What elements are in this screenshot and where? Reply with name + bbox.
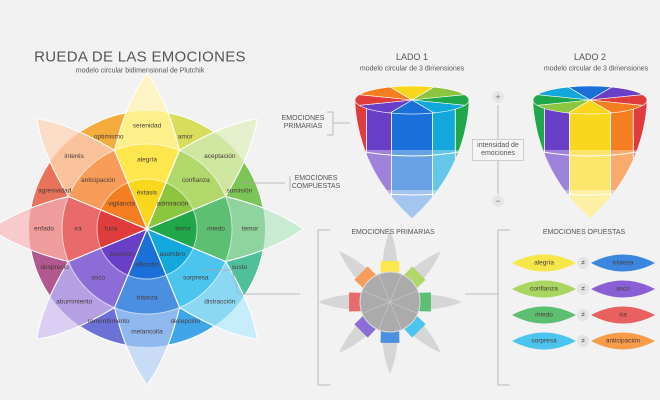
- opposite-left-label: confianza: [530, 286, 558, 293]
- primary-petal: [36, 118, 148, 230]
- primary-petal: [146, 228, 258, 340]
- emotion-label-outer: aburrimiento: [56, 299, 93, 306]
- dyad-label: optimismo: [94, 133, 124, 140]
- flower-petal-color: [354, 266, 378, 290]
- dyad-label: susto: [232, 264, 248, 271]
- opposite-right-label: anticipación: [606, 338, 641, 345]
- emotion-label-inner: éxtasis: [137, 190, 158, 197]
- minus-icon: −: [495, 196, 501, 206]
- emotion-label-inner: furia: [105, 226, 118, 233]
- opposite-left-label: miedo: [535, 312, 553, 319]
- emotion-label-mid: anticipación: [81, 177, 116, 184]
- emotion-label-outer: distracción: [204, 299, 235, 306]
- emotion-label-inner: asombro: [160, 251, 186, 258]
- primary-petal: [113, 227, 181, 386]
- cone-stripe: [632, 100, 647, 218]
- emotion-label-mid: miedo: [207, 226, 225, 233]
- opposite-right-pill: [591, 332, 655, 350]
- not-equal-badge: [577, 257, 589, 269]
- primary-emotions-flower: [318, 230, 462, 374]
- plus-icon: +: [495, 92, 501, 102]
- cone-lado-1: [354, 85, 470, 218]
- opposite-right-pill: [591, 254, 655, 272]
- dyad-label: agresividad: [38, 187, 72, 194]
- primary-petal: [0, 195, 149, 263]
- opposite-left-pill: [512, 332, 576, 350]
- primary-petal: [36, 228, 148, 340]
- not-equal-icon: ≠: [581, 312, 585, 319]
- emotion-label-inner: aversión: [109, 251, 134, 258]
- flower-petal-color: [402, 266, 426, 290]
- emotion-label-outer: temor: [242, 226, 259, 233]
- dyad-label: remordimiento: [88, 318, 130, 325]
- cone-top-slice: [358, 86, 413, 101]
- cone-stripe: [454, 100, 469, 218]
- label-emociones-compuestas: EMOCIONES COMPUESTAS: [291, 175, 341, 190]
- emotion-label-outer: interés: [64, 153, 84, 160]
- primary-petal: [146, 118, 258, 230]
- plus-badge: [492, 91, 504, 103]
- label-emociones-primarias: EMOCIONES PRIMARIAS: [281, 115, 325, 130]
- emotion-label-outer: enfado: [34, 226, 54, 233]
- dyad-label: desprecio: [41, 264, 70, 271]
- dyad-label: decepción: [170, 318, 200, 325]
- emotion-label-mid: sorpresa: [183, 275, 209, 282]
- page-subtitle: modelo circular bidimensional de Plutchi…: [75, 67, 205, 75]
- side2-subtitle: modelo circular de 3 dimensiones: [543, 65, 649, 73]
- emotion-label-mid: alegría: [137, 157, 157, 164]
- side2-title: LADO 2: [573, 52, 607, 62]
- opposite-left-label: alegría: [534, 260, 554, 267]
- minus-badge: [492, 195, 504, 207]
- not-equal-badge: [577, 309, 589, 321]
- side1-subtitle: modelo circular de 3 dimensiones: [359, 65, 465, 73]
- emotion-label-outer: melancolía: [131, 329, 163, 336]
- emotion-label-inner: admiración: [157, 200, 189, 207]
- primary-petal: [113, 72, 181, 231]
- emotion-label-inner: aflicción: [135, 262, 159, 269]
- cone-lado-2: [532, 85, 648, 218]
- flower-petal-color: [402, 314, 426, 338]
- emotion-label-mid: asco: [91, 275, 105, 282]
- not-equal-icon: ≠: [581, 338, 585, 345]
- emotion-label-outer: aceptación: [204, 153, 236, 160]
- not-equal-icon: ≠: [581, 260, 585, 267]
- not-equal-badge: [577, 283, 589, 295]
- dyad-label: sumisión: [227, 187, 253, 194]
- opposite-left-pill: [512, 306, 576, 324]
- cone-stripe: [533, 100, 545, 218]
- cone-stripe: [355, 100, 367, 218]
- emotion-label-mid: tristeza: [137, 295, 158, 302]
- emotion-label-outer: serenidad: [133, 123, 162, 130]
- cone-top-slice: [536, 86, 591, 101]
- opposites-title: EMOCIONES OPUESTAS: [542, 229, 626, 236]
- primary-section-title: EMOCIONES PRIMARIAS: [351, 229, 435, 236]
- flower-petal-color: [354, 314, 378, 338]
- opposite-left-pill: [512, 254, 576, 272]
- opposite-right-pill: [591, 306, 655, 324]
- emotion-label-inner: vigilancia: [108, 200, 135, 207]
- intensity-label: intensidad de emociones: [472, 139, 524, 161]
- emotion-label-inner: terror: [175, 226, 191, 233]
- not-equal-badge: [577, 335, 589, 347]
- opposite-left-pill: [512, 280, 576, 298]
- opposite-right-label: tristeza: [613, 260, 634, 267]
- opposite-right-pill: [591, 280, 655, 298]
- opposite-left-label: sorpresa: [531, 338, 557, 345]
- emotion-label-mid: ira: [74, 226, 82, 233]
- primary-petal: [145, 195, 304, 263]
- opposites-list: alegría tristeza ≠ confianza asco ≠ miedo ira ≠ s…: [512, 254, 655, 350]
- emotion-label-mid: confianza: [182, 177, 210, 184]
- opposite-right-label: ira: [619, 312, 627, 319]
- page-title: RUEDA DE LAS EMOCIONES: [34, 48, 246, 66]
- dyad-label: amor: [178, 133, 194, 140]
- connector-line: [200, 269, 300, 295]
- emotion-wheel: éxtasis alegría serenidad admiración confian…: [0, 72, 304, 386]
- not-equal-icon: ≠: [581, 286, 585, 293]
- side1-title: LADO 1: [395, 52, 429, 62]
- opposite-right-label: asco: [616, 286, 630, 293]
